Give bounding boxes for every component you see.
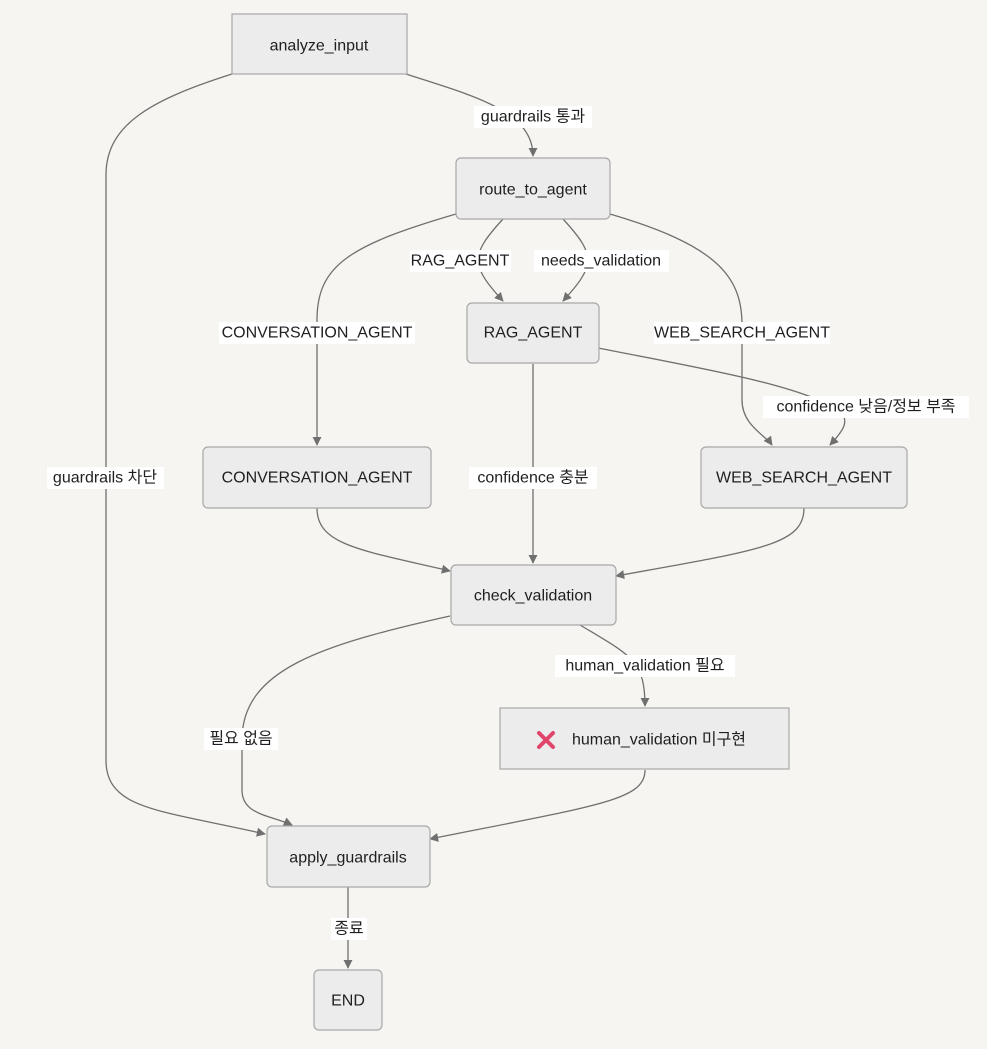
edge-label-route-web-search-text: WEB_SEARCH_AGENT xyxy=(654,325,830,342)
edge-label-no-validation-needed: 필요 없음 xyxy=(204,728,278,750)
edge-label-guardrails-pass-text: guardrails 통과 xyxy=(481,108,585,126)
node-human-validation-label: human_validation 미구현 xyxy=(572,731,746,749)
node-web-search-agent-label: WEB_SEARCH_AGENT xyxy=(716,470,892,487)
edge-label-route-rag: RAG_AGENT xyxy=(410,250,511,272)
node-route-to-agent-label: route_to_agent xyxy=(479,182,587,199)
edge-label-finish-text: 종료 xyxy=(334,921,363,938)
edge-conversation-to-check-validation xyxy=(316,507,451,574)
node-web-search-agent[interactable]: WEB_SEARCH_AGENT xyxy=(700,446,908,509)
edge-label-confidence-enough-text: confidence 충분 xyxy=(477,469,588,487)
edge-label-needs-validation-text: needs_validation xyxy=(541,253,661,270)
node-rag-agent[interactable]: RAG_AGENT xyxy=(466,302,600,364)
edge-label-guardrails-pass: guardrails 통과 xyxy=(474,106,592,128)
node-analyze-input-label: analyze_input xyxy=(270,38,369,55)
edge-label-guardrails-block-text: guardrails 차단 xyxy=(53,469,157,487)
node-end[interactable]: END xyxy=(313,969,383,1031)
edge-label-route-rag-text: RAG_AGENT xyxy=(411,253,510,270)
node-apply-guardrails[interactable]: apply_guardrails xyxy=(266,825,431,888)
edge-check-validation-to-apply-guardrails xyxy=(241,615,451,826)
node-human-validation[interactable]: human_validation 미구현 xyxy=(499,707,790,770)
edge-label-needs-validation: needs_validation xyxy=(534,250,669,272)
edge-analyze-to-route xyxy=(405,73,538,157)
node-route-to-agent[interactable]: route_to_agent xyxy=(455,157,611,220)
edge-label-route-conversation: CONVERSATION_AGENT xyxy=(219,322,415,344)
edge-label-human-validation-needed: human_validation 필요 xyxy=(555,655,735,677)
node-conversation-agent[interactable]: CONVERSATION_AGENT xyxy=(202,446,432,509)
node-rag-agent-label: RAG_AGENT xyxy=(484,325,583,342)
node-end-label: END xyxy=(331,993,365,1010)
node-analyze-input[interactable]: analyze_input xyxy=(231,13,408,75)
cross-mark-icon xyxy=(537,731,555,749)
node-check-validation[interactable]: check_validation xyxy=(450,564,617,626)
edge-web-search-to-check-validation xyxy=(615,507,805,580)
edge-label-no-validation-needed-text: 필요 없음 xyxy=(209,730,272,748)
edge-analyze-to-apply-guardrails xyxy=(105,73,266,837)
edge-label-confidence-low-text: confidence 낮음/정보 부족 xyxy=(776,398,955,416)
edge-label-route-web-search: WEB_SEARCH_AGENT xyxy=(654,322,830,344)
edge-route-to-conversation xyxy=(312,213,457,446)
node-conversation-agent-label: CONVERSATION_AGENT xyxy=(222,470,413,487)
edge-label-confidence-enough: confidence 충분 xyxy=(469,467,597,489)
edge-label-guardrails-block: guardrails 차단 xyxy=(47,467,164,489)
node-check-validation-label: check_validation xyxy=(474,588,592,605)
edge-route-to-web-search xyxy=(609,213,773,446)
node-apply-guardrails-label: apply_guardrails xyxy=(289,850,406,867)
edge-human-validation-to-apply-guardrails xyxy=(429,769,646,842)
edge-label-human-validation-needed-text: human_validation 필요 xyxy=(565,657,724,675)
edge-label-route-conversation-text: CONVERSATION_AGENT xyxy=(222,325,413,342)
edge-label-confidence-low: confidence 낮음/정보 부족 xyxy=(763,396,969,418)
edge-label-finish: 종료 xyxy=(331,918,367,940)
